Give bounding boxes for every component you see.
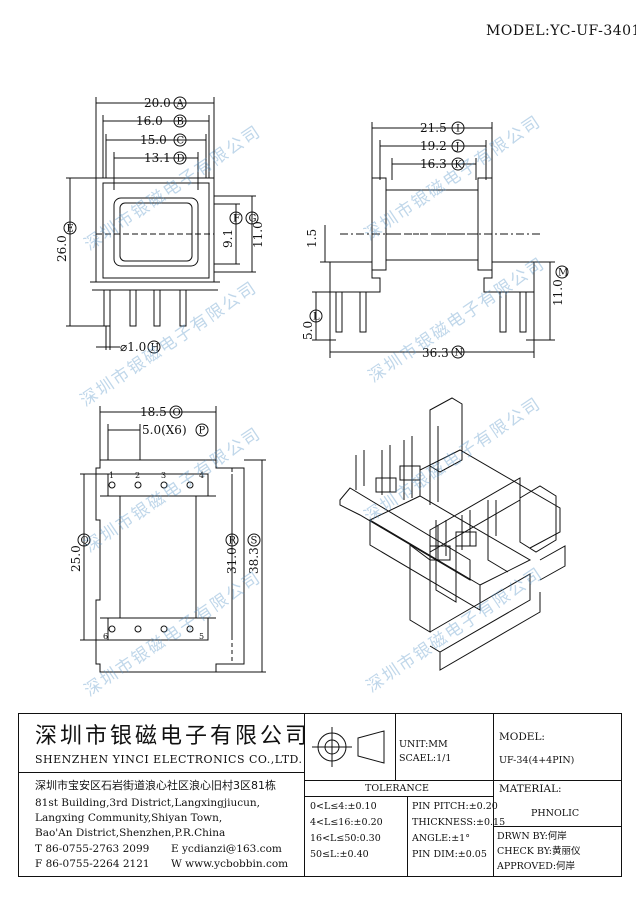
svg-text:B: B (177, 117, 184, 128)
dim-H: ⌀1.0 (120, 340, 146, 354)
svg-text:H: H (151, 343, 160, 354)
svg-text:S: S (251, 536, 258, 547)
dim-J: 19.2 (420, 139, 447, 153)
svg-text:F: F (233, 214, 240, 225)
spec-row: PIN DIM:±0.05 (412, 849, 487, 860)
dim-I: 21.5 (420, 121, 447, 135)
dim-P: 5.0(X6) (142, 423, 187, 437)
address-en-3: Bao'An District,Shenzhen,P.R.China (35, 827, 226, 839)
drawn-by: DRWN BY:何岸 (497, 831, 567, 842)
dim-A: 20.0 (144, 96, 171, 110)
svg-text:D: D (177, 154, 185, 165)
company-name-en: SHENZHEN YINCI ELECTRONICS CO.,LTD. (35, 753, 303, 766)
svg-text:E: E (67, 224, 74, 235)
model-value: UF-34(4+4PIN) (499, 755, 575, 766)
dim-N: 36.3 (422, 346, 449, 360)
dim-M: 11.0 (551, 279, 565, 306)
dim-R: 31.0 (225, 547, 239, 574)
svg-text:A: A (176, 99, 185, 110)
dim-side-small: 1.5 (305, 229, 319, 248)
tolerance-label: TOLERANCE (365, 783, 429, 794)
svg-text:N: N (455, 348, 464, 359)
scale-label: SCAEL:1/1 (399, 753, 452, 764)
dim-letter-markers: A B C D E F G H I J K L M N O P Q R S (63, 96, 569, 547)
approved-by: APPROVED:何岸 (497, 861, 576, 872)
address-cn: 深圳市宝安区石岩街道浪心社区浪心旧村3区81栋 (35, 779, 276, 792)
projection-symbol-icon (312, 727, 385, 767)
dim-K: 16.3 (420, 157, 447, 171)
spec-row: ANGLE:±1° (412, 833, 470, 844)
dim-S: 38.3 (247, 547, 261, 574)
svg-text:L: L (313, 312, 320, 323)
pin-number: 6 (103, 632, 108, 641)
model-label: MODEL:YC-UF-3401 (486, 23, 636, 39)
svg-text:R: R (229, 536, 237, 547)
dim-B: 16.0 (136, 114, 163, 128)
spec-row: THICKNESS:±0.15 (412, 817, 506, 828)
dim-E: 26.0 (55, 235, 69, 262)
svg-text:K: K (455, 160, 463, 171)
pin-number: 2 (135, 471, 140, 480)
company-name-cn: 深圳市银磁电子有限公司 (35, 724, 311, 749)
company-email: E ycdianzi@163.com (171, 843, 282, 855)
pin-number: 1 (109, 471, 114, 480)
dim-C: 15.0 (140, 133, 167, 147)
isometric-view (339, 397, 566, 671)
dim-L: 5.0 (301, 321, 315, 340)
pin-number: 5 (199, 632, 204, 641)
title-block: 深圳市银磁电子有限公司 SHENZHEN YINCI ELECTRONICS C… (18, 713, 622, 877)
svg-text:C: C (177, 136, 185, 147)
company-fax: F 86-0755-2264 2121 (35, 858, 150, 870)
tolerance-row: 0<L≤4:±0.10 (310, 801, 377, 812)
dim-G: 11.0 (251, 221, 265, 248)
material-label: MATERIAL: (499, 783, 562, 795)
tolerance-row: 4<L≤16:±0.20 (310, 817, 383, 828)
dim-D: 13.1 (144, 151, 171, 165)
address-en-2: Langxing Community,Shiyan Town, (35, 812, 223, 824)
svg-text:M: M (558, 268, 568, 279)
pin-number: 4 (199, 471, 204, 480)
front-view (66, 97, 256, 350)
svg-text:Q: Q (81, 536, 89, 547)
spec-row: PIN PITCH:±0.20 (412, 801, 498, 812)
svg-text:J: J (455, 142, 460, 153)
address-en-1: 81st Building,3rd District,Langxingjiucu… (35, 797, 260, 809)
svg-text:O: O (173, 408, 181, 419)
pin-number: 3 (161, 471, 166, 480)
side-view (312, 122, 555, 358)
unit-label: UNIT:MM (399, 739, 448, 750)
tolerance-row: 16<L≤50:0.30 (310, 833, 381, 844)
check-by: CHECK BY:黄丽仪 (497, 846, 581, 857)
svg-text:P: P (199, 426, 206, 437)
svg-text:I: I (456, 124, 460, 135)
material-value: PHNOLIC (531, 808, 580, 819)
model-field-label: MODEL: (499, 731, 545, 743)
tolerance-row: 50≤L:±0.40 (310, 849, 369, 860)
company-tel: T 86-0755-2763 2099 (35, 843, 150, 855)
dim-O: 18.5 (140, 405, 167, 419)
dim-Q: 25.0 (69, 545, 83, 572)
dim-F: 9.1 (221, 229, 235, 248)
svg-text:G: G (249, 214, 257, 225)
bottom-view (80, 406, 266, 673)
company-web: W www.ycbobbin.com (171, 858, 289, 870)
